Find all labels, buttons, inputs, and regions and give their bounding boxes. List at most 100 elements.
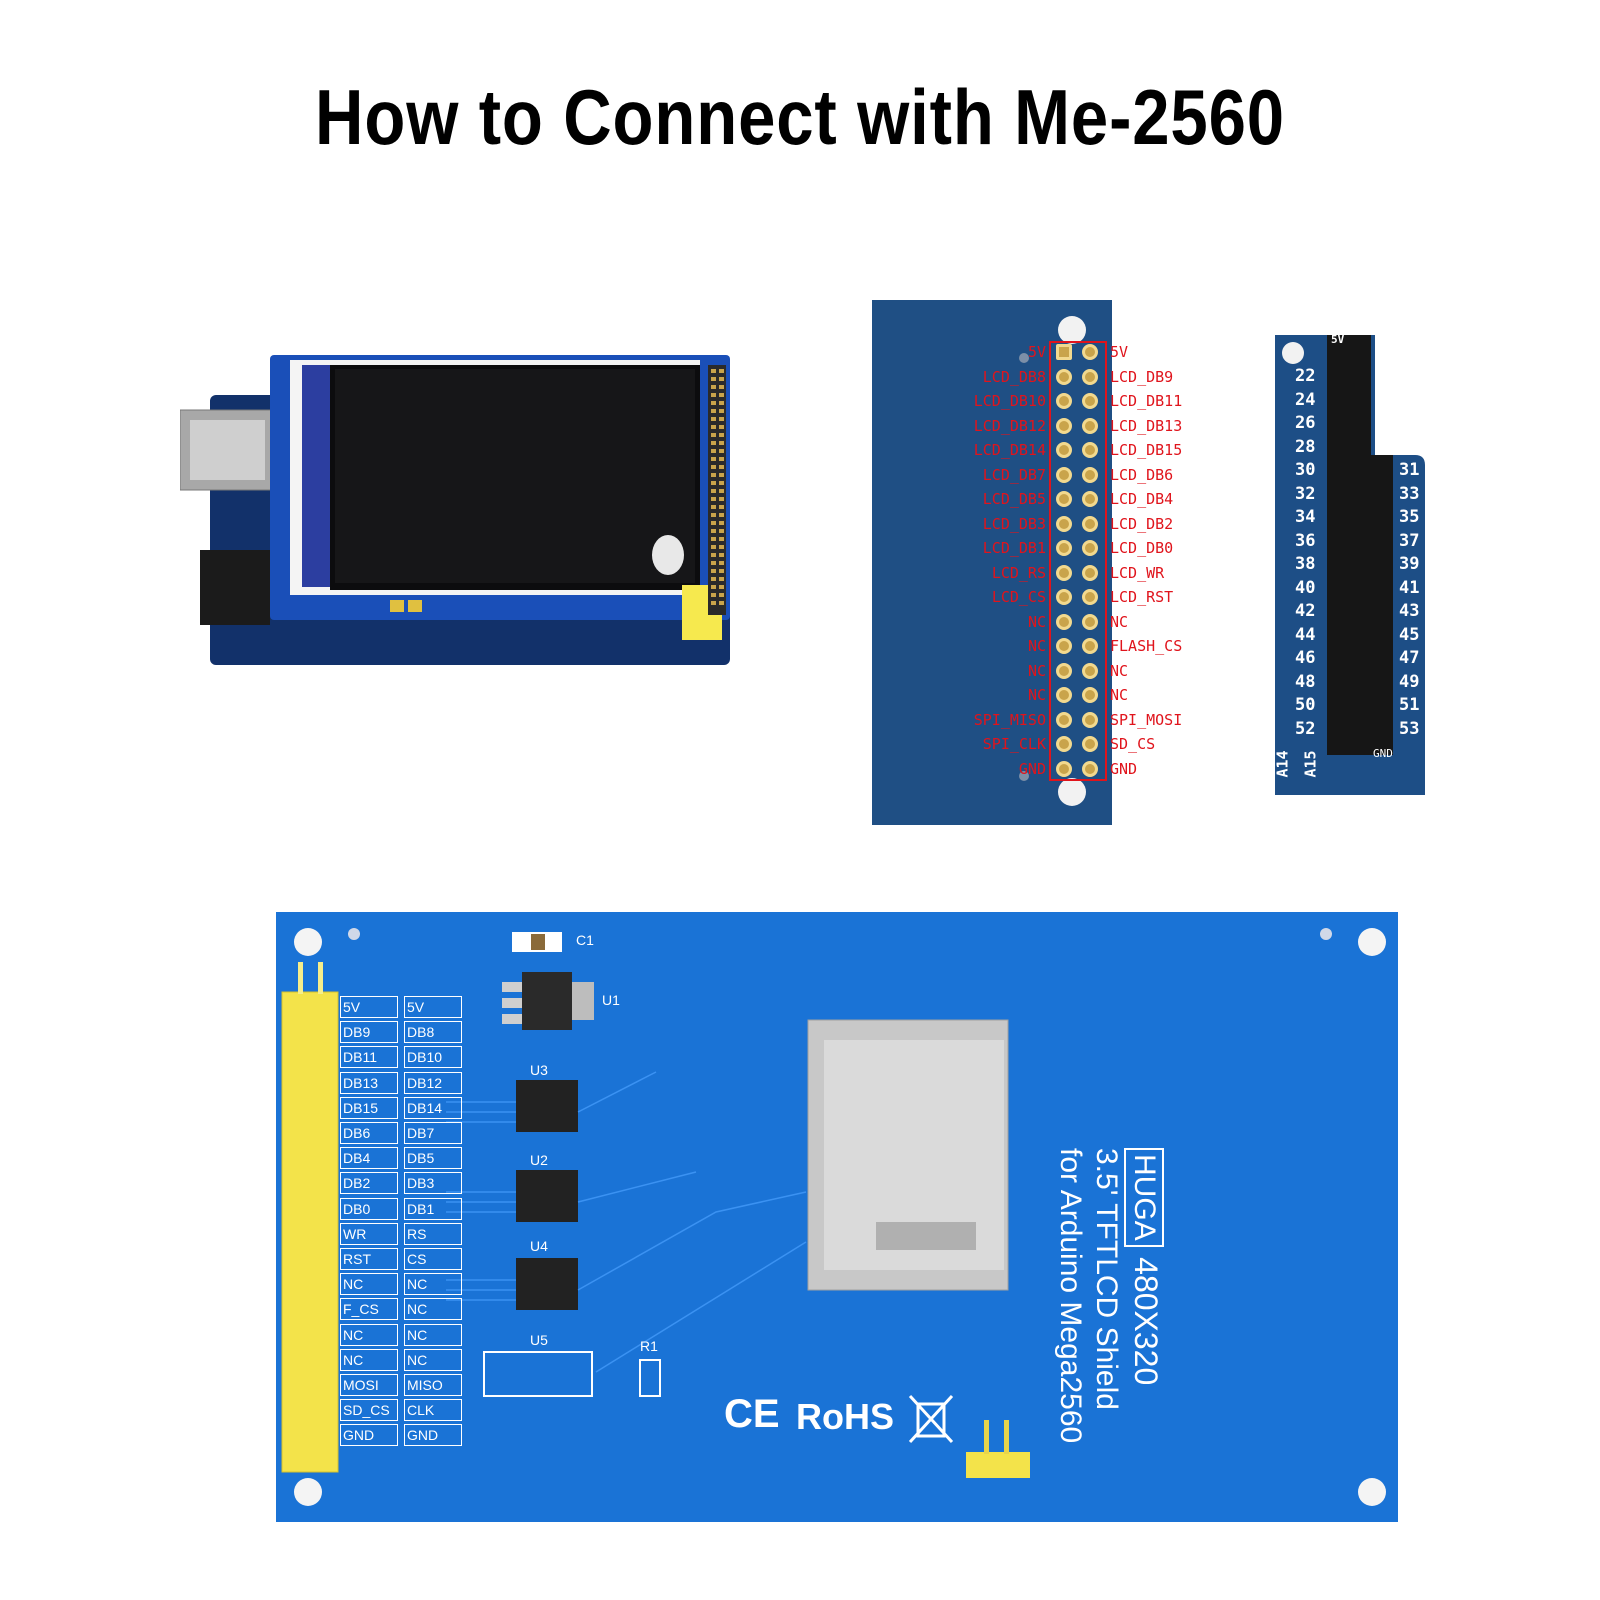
header-pad [1056,662,1072,679]
mega-pin-number: 37 [1399,530,1420,551]
header-pin [711,481,716,485]
pin-table-cell: DB9 [340,1021,398,1044]
pin-table-cell: DB14 [404,1096,462,1119]
header-pad [1082,540,1098,556]
mega-pin-number: 24 [1295,389,1316,410]
header-pin [711,505,716,509]
header-pad [1056,393,1072,409]
mega-pin-number: 45 [1399,624,1420,645]
c1-label: C1 [576,932,594,948]
pin-table-cell: RST [340,1248,398,1270]
header-right-pin-label: 5V [1110,343,1129,361]
u2-label: U2 [530,1152,548,1168]
header-pin [719,369,724,373]
header-pin [711,545,716,549]
mega-pin-number: 42 [1295,601,1316,621]
header-left-pin-label: LCD_DB12 [973,416,1046,435]
header-pad [1056,564,1072,581]
header-pad [1082,589,1098,605]
header-pin [711,553,716,557]
header-pin [711,377,716,381]
header-right-pin-label: LCD_DB15 [1110,441,1183,459]
header-left-pin-label: NC [1027,686,1046,704]
mega-pin-number: 44 [1295,624,1316,645]
header-pad [1056,417,1072,434]
mega-pin-number: 46 [1295,648,1316,668]
header-pad [1056,687,1072,703]
pin-table-cell: DB11 [340,1046,398,1069]
header-pin [719,441,724,445]
header-left-pin-label: LCD_DB14 [973,441,1046,459]
pin-table-cell: DB12 [404,1071,462,1094]
header-pin [719,593,724,597]
mega-pin-number: 43 [1399,601,1420,621]
u4-label: U4 [530,1238,548,1254]
header-pin [711,537,716,541]
pin-table-cell: DB1 [404,1197,462,1220]
pin-table-cell: CS [404,1248,462,1270]
mega-pin-number: 36 [1295,530,1316,551]
mega-pin-number: 40 [1295,577,1316,598]
pin-table-cell: RS [404,1222,462,1245]
r1-label: R1 [640,1338,658,1354]
header-pin [719,393,724,397]
header-right-pin-label: NC [1110,686,1129,704]
pin-table-cell: NC [340,1348,398,1371]
header-left-pin-label: GND [1018,759,1046,778]
header-pad [1082,344,1098,360]
pin-table-cell: DB5 [404,1147,462,1170]
header-pin [711,441,716,445]
header-pad [1056,736,1072,752]
pin-table-cell: NC [404,1273,462,1296]
mega-pin-number: 39 [1399,554,1420,574]
mega-pin-number: 50 [1295,695,1316,715]
header-pin [719,425,724,429]
header-left-pin-label: LCD_CS [991,588,1046,606]
header-pad [1056,515,1072,532]
header-pad [1056,344,1072,360]
header-pin [711,465,716,469]
header-pin [711,593,716,597]
header-pad [1056,589,1072,605]
pin-table-cell: DB10 [404,1046,462,1069]
header-right-pin-label: LCD_DB9 [1110,367,1174,386]
resolution-label: 480X320 [1128,1257,1164,1386]
mega-pin-number: 49 [1399,671,1420,692]
header-pin [711,497,716,501]
pin-table-cell: GND [340,1424,398,1447]
header-right-pin-label: LCD_RST [1110,588,1174,606]
pin-table-cell: NC [404,1348,462,1371]
header-pad [1082,613,1098,630]
mega-pin-number: 31 [1399,460,1420,480]
header-pad [1056,368,1072,385]
header-pin [719,433,724,437]
header-pad [1082,393,1098,409]
header-pin [711,561,716,565]
u3-label: U3 [530,1062,548,1078]
header-pin [719,577,724,581]
pin-table-cell: F_CS [340,1298,398,1321]
header-right-pin-label: FLASH_CS [1110,637,1183,655]
product-line-3: for Arduino Mega2560 [1054,1148,1087,1444]
header-pad [1056,491,1072,507]
mega-pin-number: 22 [1295,366,1316,386]
header-left-pin-label: NC [1027,612,1046,631]
header-left-pin-label: LCD_RS [991,563,1046,582]
header-left-pin-label: LCD_DB8 [982,367,1046,386]
header-right-pin-label: LCD_WR [1110,563,1165,582]
pin-table-cell: SD_CS [340,1399,398,1422]
header-pin [719,497,724,501]
mega-pin-number: 30 [1295,460,1316,480]
header-pin [719,569,724,573]
header-pad [1082,515,1098,532]
pin-table-cell: DB15 [340,1096,398,1119]
pin-table-cell: DB6 [340,1122,398,1144]
header-pad [1056,613,1072,630]
header-pad [1056,540,1072,556]
header-pad [1056,466,1072,483]
pin-table-cell: 5V [340,996,398,1018]
header-pin [711,401,716,405]
pin-table-cell: DB13 [340,1071,398,1094]
